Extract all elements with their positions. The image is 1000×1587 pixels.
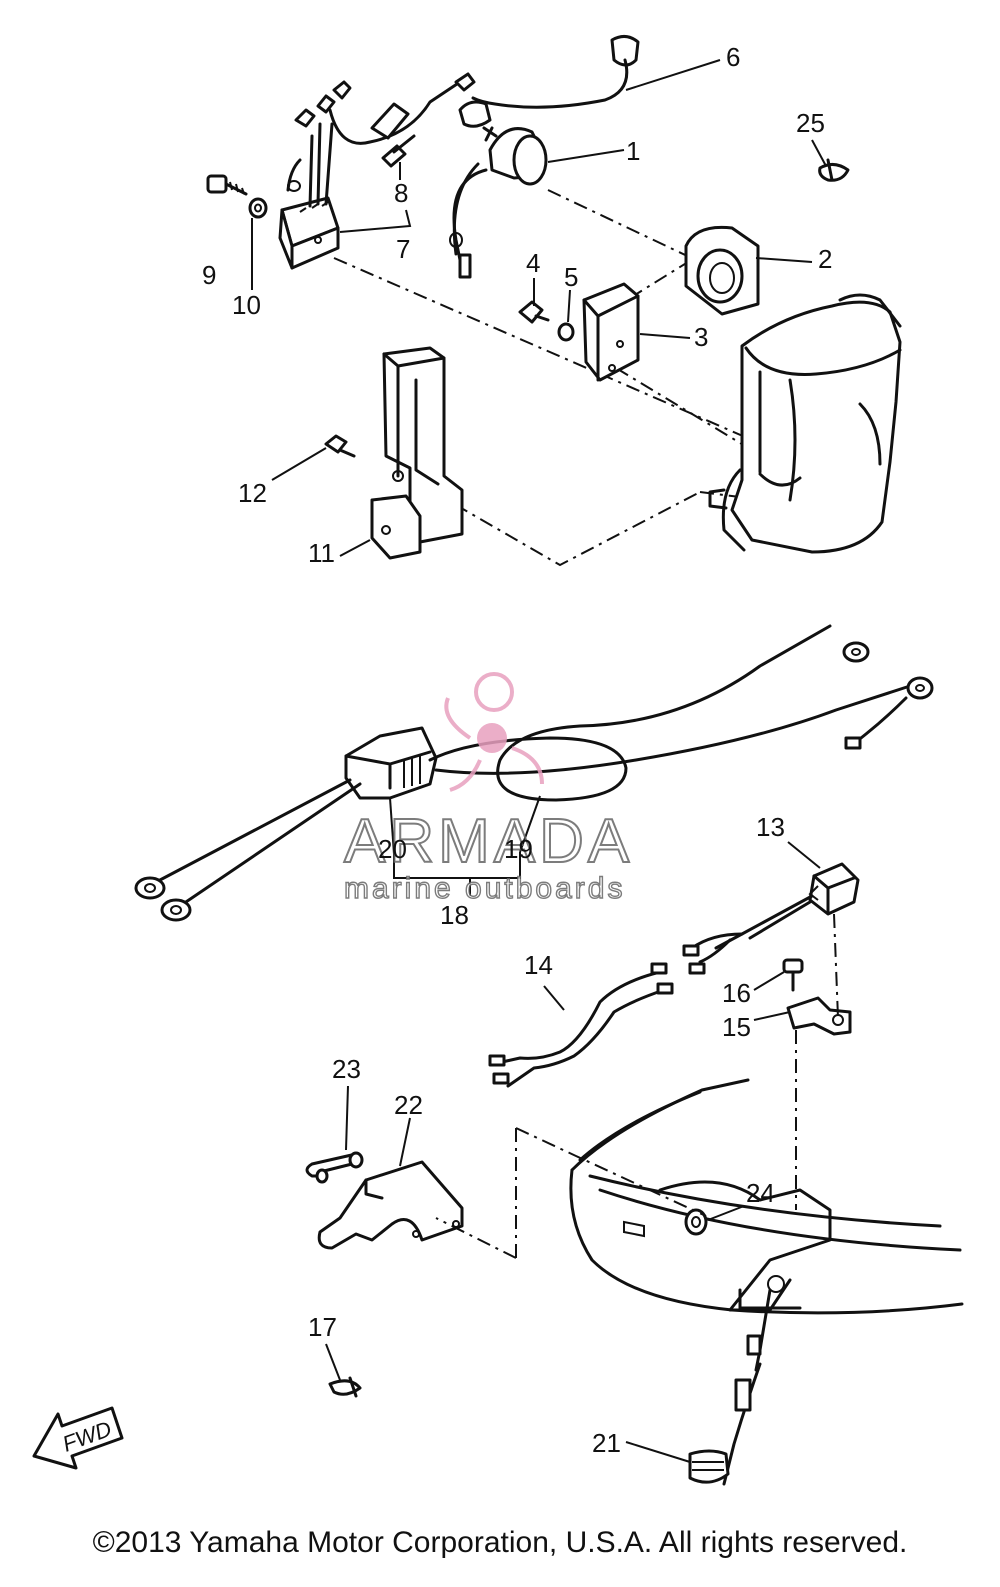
watermark-tagline: marine outboards: [344, 872, 625, 905]
part-8-bolt[interactable]: [381, 134, 416, 168]
label-part-14: 14: [524, 950, 553, 980]
part-21-buzzer[interactable]: [688, 1288, 772, 1486]
assembly-guide-lines: [333, 189, 761, 567]
part-13-switch[interactable]: [682, 862, 860, 975]
label-part-18: 18: [440, 900, 469, 930]
upper-cowling-bracket: [708, 293, 902, 554]
label-part-23: 23: [332, 1054, 361, 1084]
part-7-rectifier-regulator[interactable]: [278, 72, 476, 270]
part-15-switch-bracket[interactable]: [786, 996, 852, 1036]
label-part-19: 19: [504, 834, 533, 864]
label-part-2: 2: [818, 244, 832, 274]
label-part-25: 25: [796, 108, 825, 138]
label-part-1: 1: [626, 136, 640, 166]
watermark-brand: ARMADA: [344, 807, 633, 876]
label-part-15: 15: [722, 1012, 751, 1042]
part-17-cable-clip[interactable]: [328, 1376, 362, 1398]
label-part-5: 5: [564, 262, 578, 292]
label-part-6: 6: [726, 42, 740, 72]
part-22-plate[interactable]: [317, 1160, 464, 1250]
part-2-relay-holder[interactable]: [684, 225, 760, 316]
label-part-7: 7: [396, 234, 410, 264]
label-part-16: 16: [722, 978, 751, 1008]
bottom-cowling: [569, 1078, 964, 1315]
label-part-8: 8: [394, 178, 408, 208]
copyright-notice: ©2013 Yamaha Motor Corporation, U.S.A. A…: [92, 1526, 908, 1559]
part-14-wire-lead[interactable]: [488, 962, 674, 1088]
label-part-21: 21: [592, 1428, 621, 1458]
part-3-bracket[interactable]: [582, 282, 640, 382]
part-23-u-clip[interactable]: [305, 1151, 364, 1184]
label-part-20: 20: [378, 834, 407, 864]
armada-watermark: ARMADA marine outboards: [343, 672, 633, 906]
part-16-screw[interactable]: [782, 958, 804, 992]
label-part-22: 22: [394, 1090, 423, 1120]
leader-lines: [251, 59, 827, 1463]
part-1-starter-relay[interactable]: [449, 126, 548, 279]
label-part-4: 4: [526, 248, 540, 278]
label-part-3: 3: [694, 322, 708, 352]
part-6-plug-cap[interactable]: [458, 35, 640, 128]
part-10-washer[interactable]: [248, 197, 268, 219]
part-4-bolt[interactable]: [518, 300, 550, 324]
part-12-bolt[interactable]: [324, 434, 356, 458]
label-part-13: 13: [756, 812, 785, 842]
armada-logo-icon: [444, 672, 544, 792]
part-24-grommet[interactable]: [684, 1208, 708, 1236]
label-part-10: 10: [232, 290, 261, 320]
label-part-11: 11: [308, 538, 335, 568]
part-5-washer[interactable]: [557, 322, 575, 342]
part-9-bolt[interactable]: [206, 174, 248, 196]
part-25-clip[interactable]: [818, 158, 850, 182]
part-18-wire-harness[interactable]: [134, 624, 934, 922]
part-number-labels: 1 2 3 4 5 6 7 8 9 10 11 12 13 14 15 16 1…: [202, 42, 832, 1458]
part-11-side-bracket[interactable]: [370, 346, 464, 560]
label-part-12: 12: [238, 478, 267, 508]
label-part-9: 9: [202, 260, 216, 290]
lower-guide-lines: [435, 913, 839, 1259]
fwd-arrow-icon: FWD: [32, 1406, 124, 1470]
label-part-24: 24: [746, 1178, 775, 1208]
label-part-17: 17: [308, 1312, 337, 1342]
